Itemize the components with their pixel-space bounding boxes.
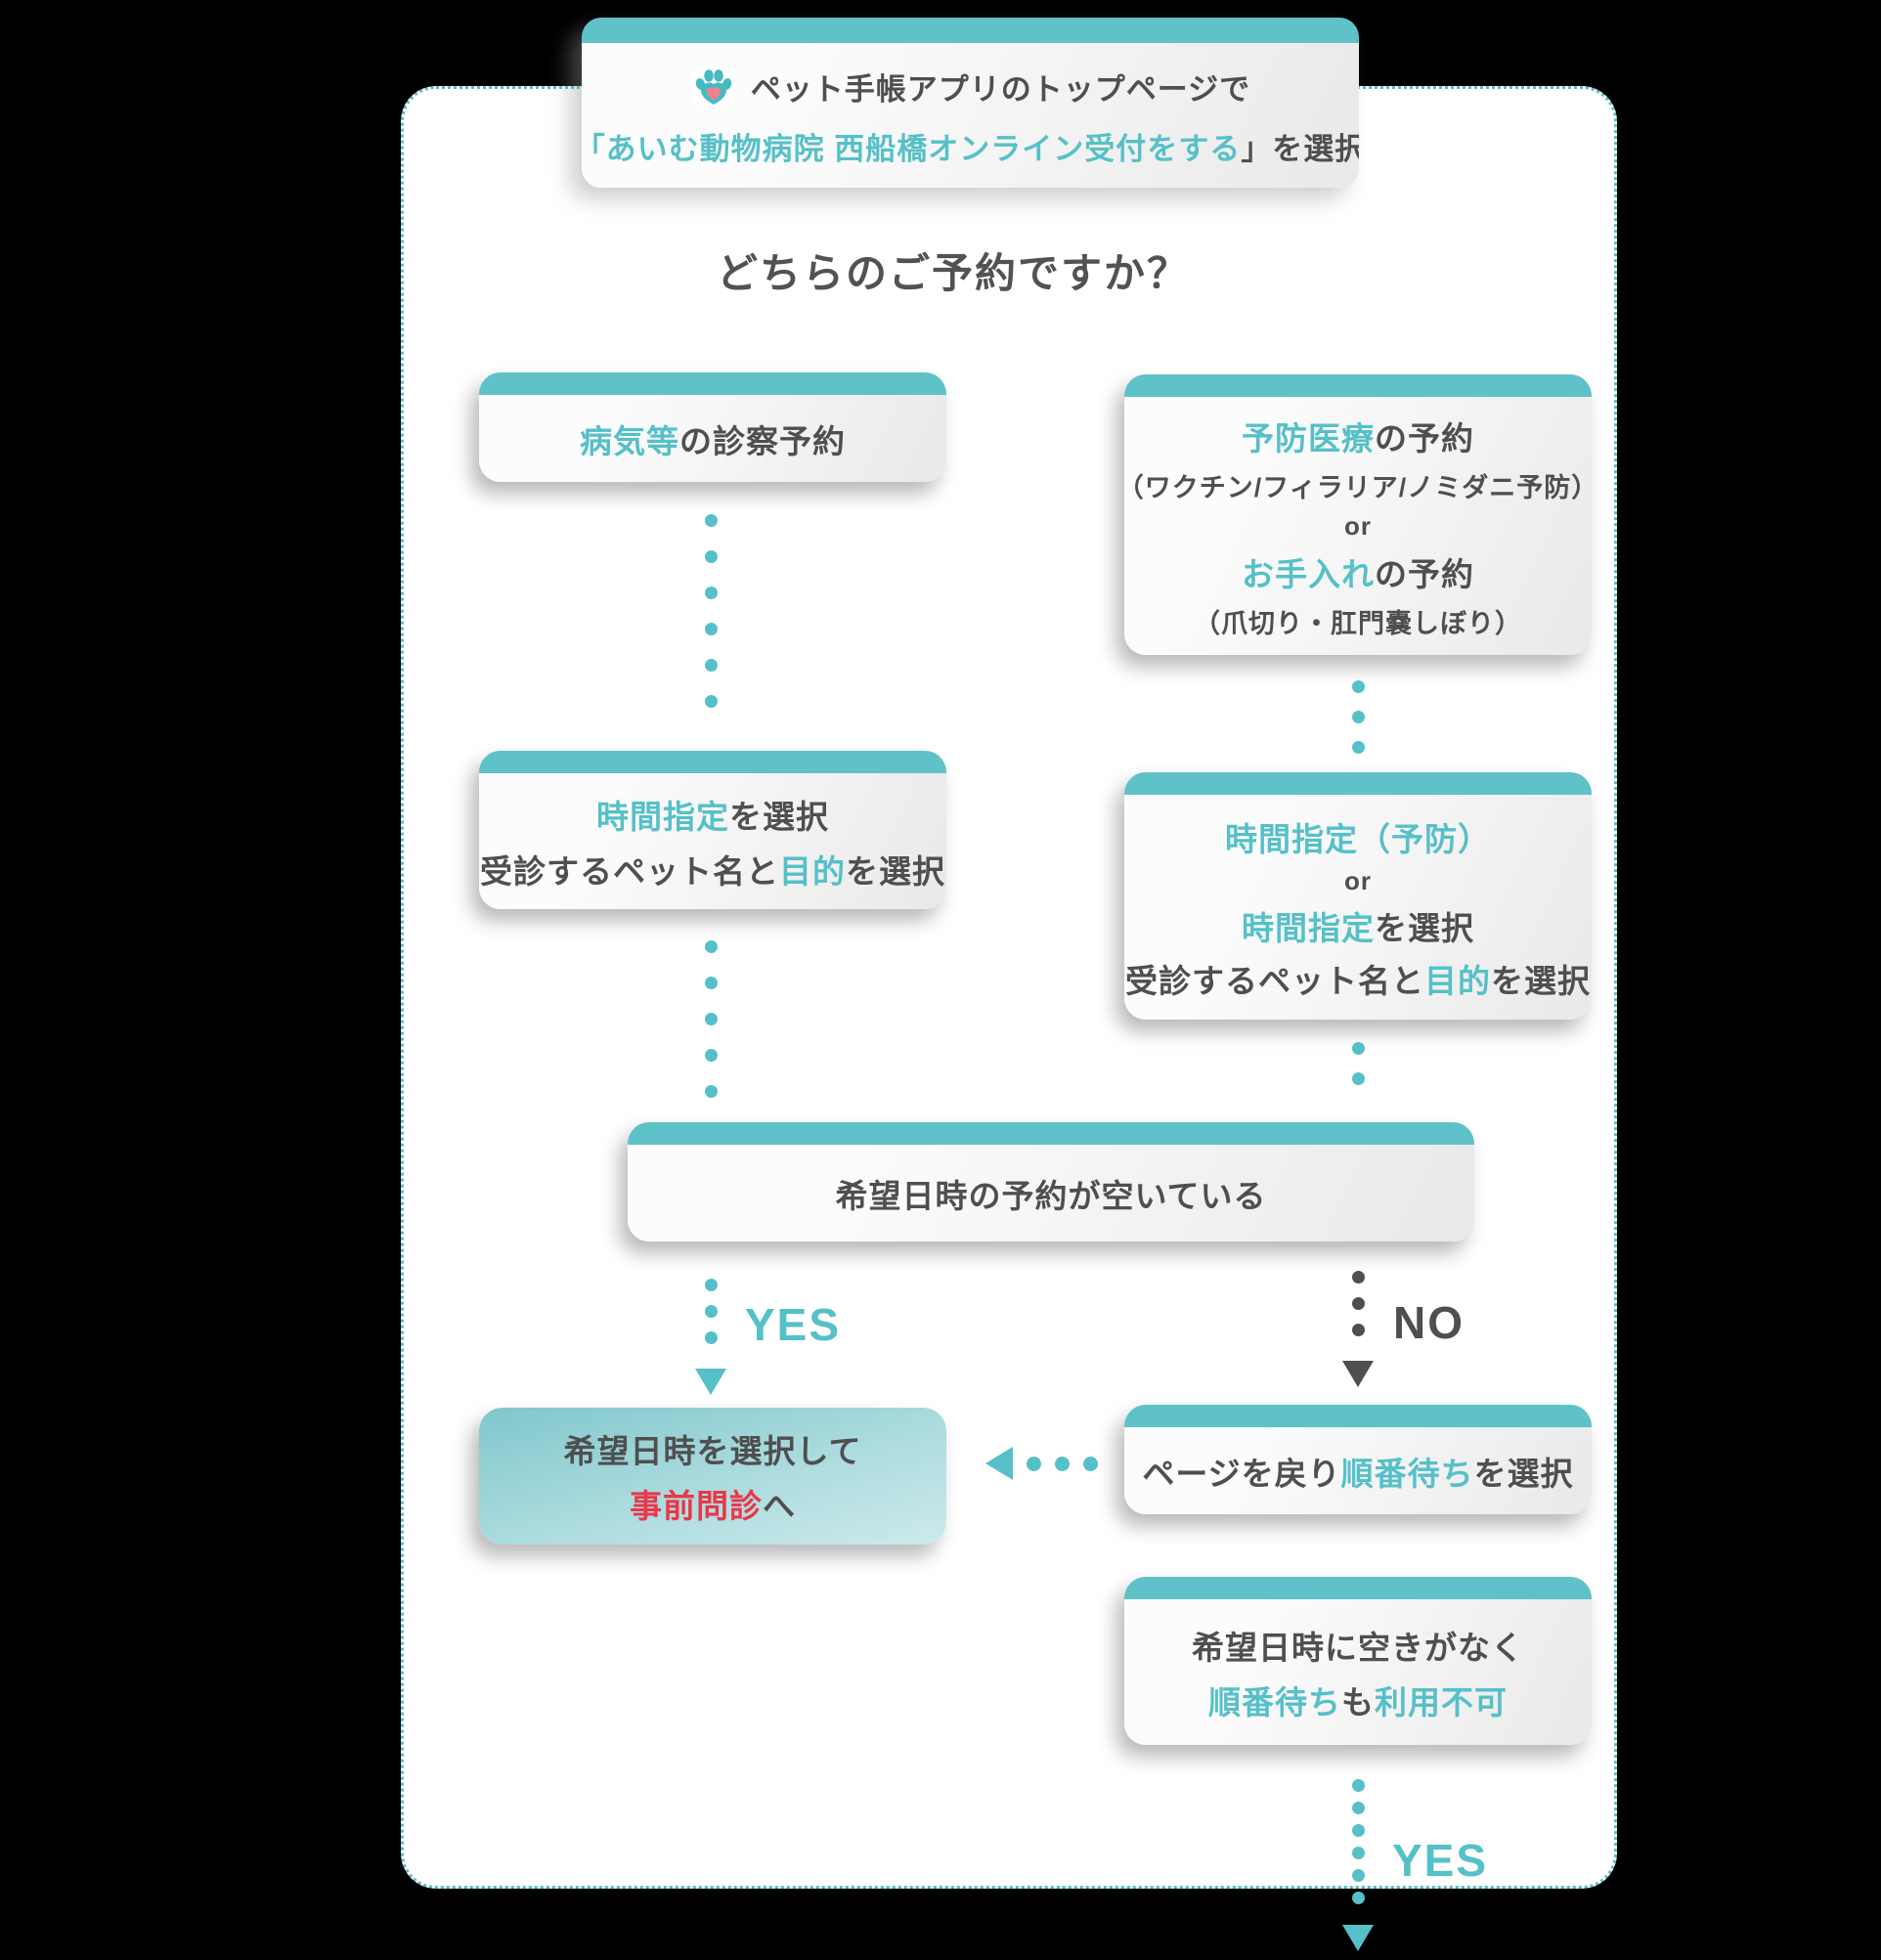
yes-arrow-down [694,1279,727,1395]
flow-title: どちらのご予約ですか？ [716,250,1190,296]
node-text-line: 時間指定（予防） [1225,820,1491,857]
no-label-right: NO [1393,1297,1465,1348]
node-text-line: 予防医療の予約 [1242,419,1474,457]
node-text-line: 順番待ちも利用不可 [1208,1683,1508,1720]
node-header-bar [479,372,946,395]
node-no-availability: 希望日時に空きがなく 順番待ちも利用不可 [1124,1577,1592,1745]
node-prevention-reservation: 予防医療の予約 （ワクチン/フィラリア/ノミダニ予防） or お手入れの予約 （… [1124,374,1592,655]
yes-arrow-bottom [1341,1779,1375,1951]
node-header-bar [1124,772,1592,795]
node-sick-reservation: 病気等の診察予約 [479,372,946,482]
node-text-line: 病気等の診察予約 [580,422,846,459]
node-header-bar [628,1122,1474,1145]
node-text-line: ページを戻り順番待ちを選択 [1142,1455,1574,1492]
node-header-bar [479,751,946,773]
node-header-bar [1124,1577,1592,1599]
left-arrowhead-icon [985,1447,1013,1480]
no-arrow-down [1341,1271,1375,1387]
paw-heart-icon [689,63,737,110]
node-select-time-left: 時間指定を選択 受診するペット名と目的を選択 [479,751,946,909]
node-text-line: 時間指定を選択 [596,798,829,835]
node-app-top: ペット手帳アプリのトップページで 「あいむ動物病院 西船橋オンライン受付をする」… [582,18,1359,188]
dotted-arrow-time-to-slot-right [1341,1042,1375,1085]
node-text-line: 事前問診へ [630,1488,796,1524]
node-text-line: （ワクチン/フィラリア/ノミダニ予防） [1124,472,1592,502]
node-text-line: 希望日時を選択して [563,1433,862,1469]
node-select-time-right: 時間指定（予防） or 時間指定を選択 受診するペット名と目的を選択 [1124,772,1592,1020]
node-select-datetime-goal: 希望日時を選択して 事前問診へ [479,1408,946,1545]
node-text-line: （爪切り・肛門嚢しぼり） [1194,608,1522,638]
dotted-arrow-prevent-to-time [1341,680,1375,754]
top-node-line1: ペット手帳アプリのトップページで [750,72,1251,107]
node-text-line: お手入れの予約 [1242,555,1474,592]
node-text-line: 希望日時に空きがなく [1192,1629,1524,1666]
node-text-line: or [1344,510,1372,541]
node-text-line: 受診するペット名と目的を選択 [480,852,945,890]
dotted-arrow-time-to-slot-left [694,940,727,1098]
node-header-bar [582,18,1359,43]
node-text-line: 受診するペット名と目的を選択 [1125,962,1591,999]
node-go-back-waitlist: ページを戻り順番待ちを選択 [1124,1405,1592,1514]
node-text-line: 時間指定を選択 [1242,909,1474,946]
yes-label-bottom: YES [1392,1835,1489,1886]
node-header-bar [1124,374,1592,397]
node-slot-available: 希望日時の予約が空いている [628,1122,1474,1241]
top-node-line2: 「あいむ動物病院 西船橋オンライン受付をする」を選択 [582,131,1359,166]
dotted-arrow-waitlist-to-goal [985,1447,1098,1480]
node-text-line: or [1344,865,1372,895]
dotted-arrow-sick-to-time [694,514,727,708]
yes-label-left: YES [745,1299,842,1350]
node-text-line: 希望日時の予約が空いている [835,1177,1267,1214]
node-header-bar [1124,1405,1592,1427]
